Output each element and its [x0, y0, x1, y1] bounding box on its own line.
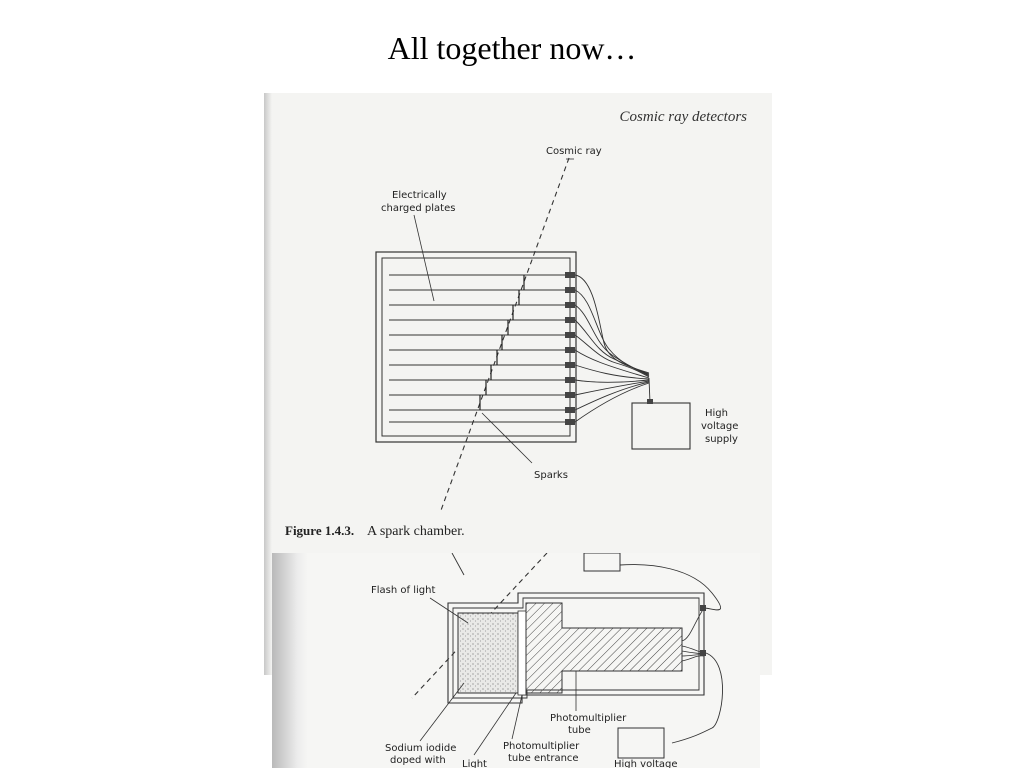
sparks [479, 275, 525, 410]
scan-top-gutter-shadow [264, 93, 272, 675]
slide-title: All together now… [387, 30, 637, 66]
hv-label-line2: voltage [701, 421, 738, 432]
hv-label-line3: supply [705, 434, 738, 445]
scan-bottom-gutter-shadow [272, 553, 308, 768]
window-label-line2: tube entrance [508, 753, 579, 764]
scintillator-diagram: Flash of light Photomultiplier tube Sodi… [371, 553, 723, 768]
sodium-iodide-crystal [457, 612, 519, 694]
window-leader [511, 694, 523, 740]
chamber-inner-frame [381, 257, 571, 437]
plate-connectors [565, 272, 575, 425]
figure-number: Figure 1.4.3. [285, 523, 354, 538]
hv-box-top [583, 553, 621, 572]
hv-supply-box [631, 402, 691, 450]
pmt-label-line1: Photomultiplier [550, 713, 627, 724]
plates-label-line1: Electrically [392, 190, 447, 201]
scintillator-scan: Flash of light Photomultiplier tube Sodi… [272, 553, 760, 768]
flash-label: Flash of light [371, 585, 435, 596]
hv-bottom-label: High voltage [614, 759, 678, 768]
entrance-window [517, 610, 527, 696]
hv-box-bottom [617, 727, 665, 759]
spark-chamber-diagram: Cosmic ray detectors Cosmic ray Electric… [285, 109, 748, 539]
hv-top-wire [619, 564, 721, 611]
hv-wires [574, 274, 651, 423]
connector-bottom [700, 650, 706, 656]
sparks-label: Sparks [534, 470, 568, 481]
housing-inner [452, 597, 700, 699]
cosmic-ray-label: Cosmic ray [546, 146, 602, 157]
housing-outer [447, 592, 705, 704]
nai-leader [419, 682, 465, 742]
pmt-label-line2: tube [568, 725, 591, 736]
connector-top [700, 605, 706, 611]
light-label: Light [462, 759, 487, 768]
sparks-leader [481, 412, 533, 464]
chamber-outer-frame [375, 251, 577, 443]
photomultiplier-tube [525, 602, 683, 694]
hv-label-line1: High [705, 408, 728, 419]
hv-terminal [647, 399, 653, 404]
window-label-line1: Photomultiplier [503, 741, 580, 752]
light-leader [473, 692, 517, 756]
hv-bottom-wire [671, 652, 723, 744]
charged-plates [389, 274, 567, 423]
nai-label-line2: doped with [390, 755, 446, 766]
plates-label-line2: charged plates [381, 203, 455, 214]
ray-guide-line [451, 553, 465, 576]
flash-leader [429, 597, 469, 624]
running-header: Cosmic ray detectors [620, 109, 748, 125]
nai-label-line1: Sodium iodide [385, 743, 456, 754]
figure-caption: A spark chamber. [367, 524, 465, 539]
